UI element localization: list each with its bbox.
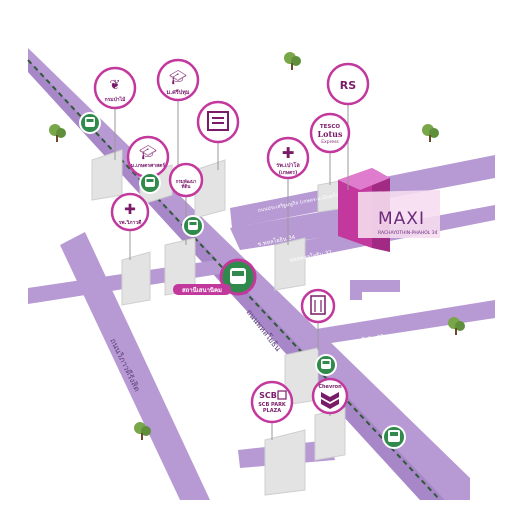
pin-label-lotus: Lotus bbox=[318, 129, 343, 139]
tree-icon bbox=[284, 52, 301, 70]
pin-vibhavadi-hospital[interactable]: ✚ รพ.วิภาวดี bbox=[110, 192, 150, 232]
tree-icon bbox=[49, 124, 66, 142]
pin-office[interactable] bbox=[196, 100, 240, 144]
pin-label-sripatum: ม.ศรีปทุม bbox=[167, 88, 190, 96]
pin-label-scb: SCB bbox=[259, 391, 277, 400]
tree-icon bbox=[422, 124, 439, 142]
bts-station-icon[interactable] bbox=[79, 112, 101, 134]
pin-label-paolo-sub: (เกษตร) bbox=[279, 170, 298, 176]
pin-label-scb-park: SCB PARK bbox=[258, 402, 287, 408]
pin-tesco-lotus[interactable]: TESCO Lotus Express bbox=[309, 112, 351, 154]
bts-station-icon[interactable] bbox=[382, 425, 406, 449]
pin-temple[interactable] bbox=[300, 288, 336, 324]
pin-kasetsart[interactable]: 🎓︎ ม.เกษตรศาสตร์ bbox=[126, 135, 170, 179]
medical-cross-icon: ✚ bbox=[124, 202, 136, 218]
bts-station-icon[interactable] bbox=[182, 215, 204, 237]
pin-label-scb-plaza: PLAZA bbox=[263, 408, 281, 414]
pin-label-paolo: รพ.เปาโล bbox=[276, 161, 300, 169]
pin-label-land-dept: กรมพัฒนาที่ดิน bbox=[176, 179, 197, 190]
pin-paolo-hospital[interactable]: ✚ รพ.เปาโล (เกษตร) bbox=[266, 136, 310, 180]
brand-tagline: RACHAYOTHIN-PHAHOL 34 bbox=[378, 230, 438, 236]
vibhavadi-road bbox=[60, 232, 210, 500]
station-tag-bg bbox=[173, 284, 231, 295]
graduation-cap-icon: 🎓︎ bbox=[139, 145, 157, 161]
station-name: สถานีเสนานิคม bbox=[182, 286, 222, 294]
pin-stems bbox=[114, 96, 349, 440]
scb-logo-icon bbox=[277, 390, 287, 400]
leaf-icon: ❦ bbox=[110, 78, 121, 93]
medical-cross-icon: ✚ bbox=[282, 144, 295, 162]
bts-stations bbox=[79, 112, 406, 449]
pin-forestry[interactable]: ❦ กรมป่าไม้ bbox=[93, 66, 137, 110]
soi-30-road bbox=[310, 300, 495, 345]
pin-label-vibhavadi-hospital: รพ.วิภาวดี bbox=[119, 219, 142, 226]
tree-icon bbox=[448, 317, 465, 335]
building-icon bbox=[310, 295, 326, 315]
trees bbox=[49, 52, 465, 440]
pin-rs[interactable]: RS bbox=[326, 62, 370, 106]
tree-icon bbox=[134, 422, 151, 440]
pin-label-rs: RS bbox=[340, 79, 356, 92]
pin-label-forestry: กรมป่าไม้ bbox=[105, 96, 126, 103]
brand-name: MAXI bbox=[378, 209, 425, 229]
building-icon bbox=[207, 111, 229, 131]
chevron-logo-icon bbox=[321, 392, 339, 409]
graduation-cap-icon: 🎓︎ bbox=[169, 70, 187, 86]
pin-label-express: Express bbox=[321, 139, 339, 145]
bts-station-icon[interactable] bbox=[315, 354, 337, 376]
pin-label-chevron: Chevron bbox=[318, 384, 342, 390]
pin-chevron[interactable]: Chevron bbox=[311, 377, 349, 415]
pin-sripatum[interactable]: 🎓︎ ม.ศรีปทุม bbox=[156, 58, 200, 102]
pin-scb-park[interactable]: SCB SCB PARK PLAZA bbox=[250, 380, 294, 424]
pin-label-tesco: TESCO bbox=[320, 124, 341, 130]
pin-label-kasetsart: ม.เกษตรศาสตร์ bbox=[131, 162, 165, 169]
bts-station-icon[interactable] bbox=[139, 172, 161, 194]
project-building bbox=[338, 168, 440, 252]
pin-land-dept[interactable]: กรมพัฒนาที่ดิน bbox=[168, 162, 204, 198]
